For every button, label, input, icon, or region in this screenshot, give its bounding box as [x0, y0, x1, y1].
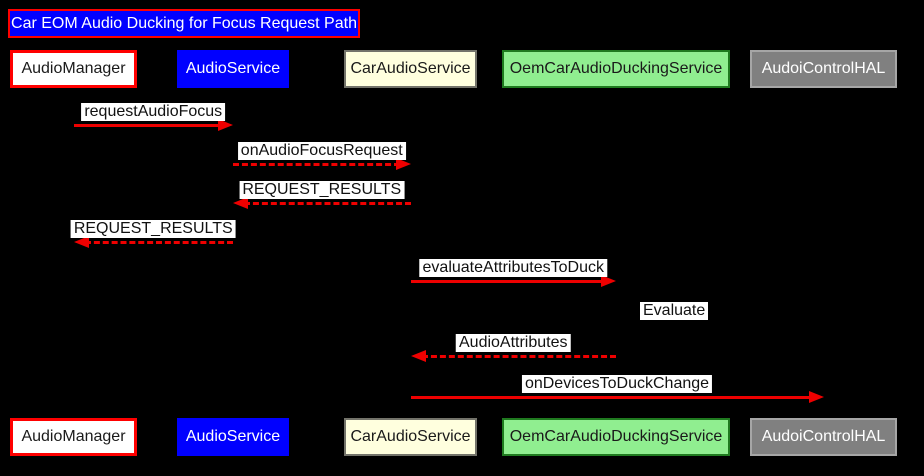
message-label-6: AudioAttributes [455, 334, 571, 352]
participant-audiomanager-top: AudioManager [10, 50, 137, 88]
message-arrow-4-solid [410, 280, 605, 283]
message-arrow-6-dashed [421, 355, 616, 358]
message-arrow-7-solid [410, 396, 813, 399]
participant-audiomanager-bottom: AudioManager [10, 418, 137, 456]
arrowhead-left-icon [73, 236, 89, 248]
message-arrow-0-solid [73, 124, 222, 127]
arrowhead-right-icon [218, 119, 233, 131]
diagram-title: Car EOM Audio Ducking for Focus Request … [8, 9, 360, 38]
message-arrow-1-dashed [233, 163, 400, 166]
message-label-5: Evaluate [640, 302, 709, 320]
participant-oemcaraudioduckingservice-bottom: OemCarAudioDuckingService [502, 418, 730, 456]
message-arrow-3-dashed [84, 241, 233, 244]
participant-audoicontrolhal-top: AudoiControlHAL [750, 50, 897, 88]
message-label-0: requestAudioFocus [81, 103, 226, 121]
arrowhead-right-icon [808, 391, 824, 403]
message-arrow-2-dashed [244, 202, 411, 205]
message-label-3: REQUEST_RESULTS [70, 220, 236, 238]
message-label-4: evaluateAttributesToDuck [419, 259, 607, 277]
message-label-2: REQUEST_RESULTS [239, 181, 405, 199]
message-label-1: onAudioFocusRequest [237, 142, 406, 160]
participant-caraudioservice-top: CarAudioService [344, 50, 477, 88]
arrowhead-left-icon [410, 350, 426, 362]
arrowhead-right-icon [395, 158, 411, 170]
participant-audioservice-top: AudioService [177, 50, 289, 88]
arrowhead-right-icon [601, 275, 616, 287]
participant-audoicontrolhal-bottom: AudoiControlHAL [750, 418, 897, 456]
arrowhead-left-icon [233, 197, 248, 209]
participant-audioservice-bottom: AudioService [177, 418, 289, 456]
participant-caraudioservice-bottom: CarAudioService [344, 418, 477, 456]
message-label-7: onDevicesToDuckChange [521, 375, 713, 393]
participant-oemcaraudioduckingservice-top: OemCarAudioDuckingService [502, 50, 730, 88]
